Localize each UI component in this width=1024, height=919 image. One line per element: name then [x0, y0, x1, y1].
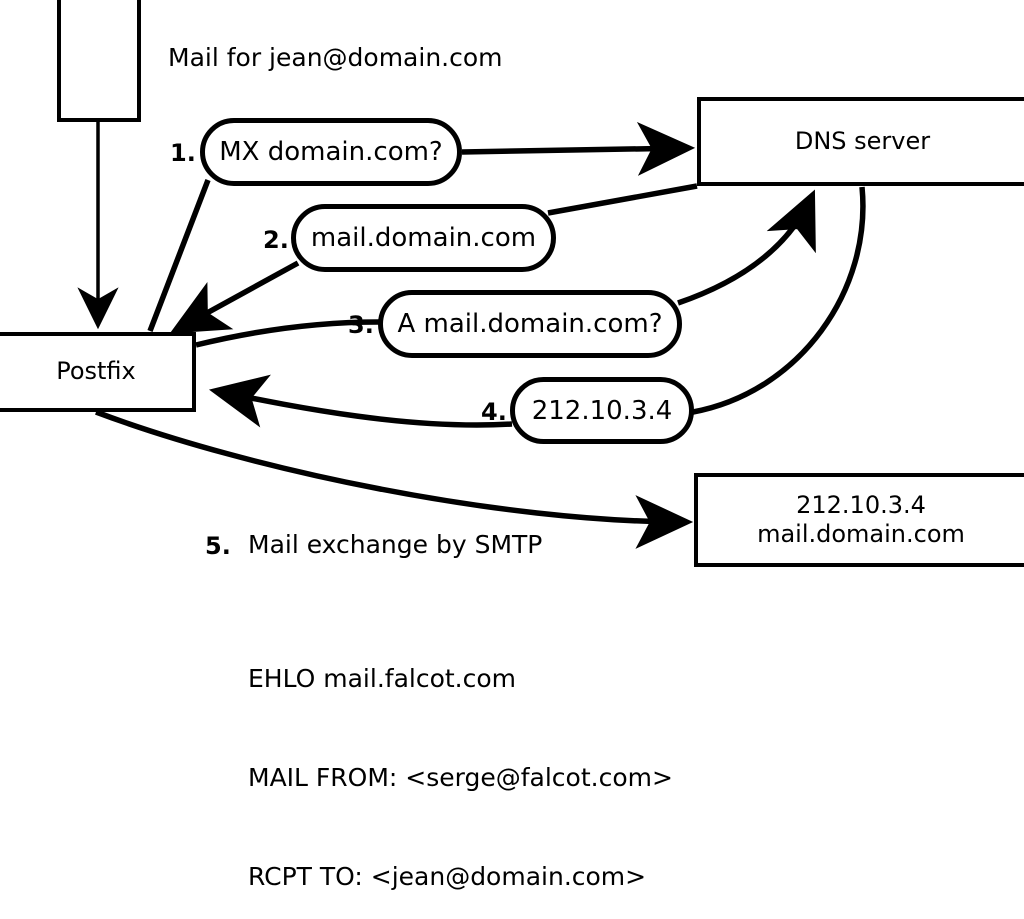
edge-postfix-to-step1 — [147, 179, 211, 332]
message-bubble-step-3-text: A mail.domain.com? — [397, 309, 663, 339]
edge-postfix-to-mailserver — [95, 409, 694, 549]
message-bubble-step-4-text: 212.10.3.4 — [531, 395, 673, 426]
step-5-label: Mail exchange by SMTP — [248, 530, 543, 559]
edge-step2-to-postfix — [169, 260, 300, 334]
message-bubble-step-1: MX domain.com? — [200, 118, 462, 186]
edge-dns-to-step4 — [692, 186, 866, 415]
smtp-line-ehlo: EHLO mail.falcot.com — [248, 664, 517, 693]
edge-step3-to-dns — [677, 189, 816, 306]
step-number-5: 5. — [205, 532, 231, 560]
node-dns-server-box: DNS server — [697, 97, 1024, 186]
edge-dns-to-step2 — [547, 183, 698, 216]
node-postfix-box: Postfix — [0, 332, 196, 412]
step-number-2: 2. — [263, 226, 289, 254]
node-dns-server-label: DNS server — [794, 126, 931, 155]
step-number-1: 1. — [170, 139, 196, 167]
step-number-3: 3. — [348, 311, 374, 339]
message-bubble-step-3: A mail.domain.com? — [378, 290, 682, 358]
step-number-4: 4. — [481, 398, 507, 426]
node-mail-server-ip: 212.10.3.4 — [796, 490, 926, 519]
edge-step1-to-dns — [461, 121, 696, 176]
message-bubble-step-1-text: MX domain.com? — [219, 137, 443, 167]
node-postfix-label: Postfix — [56, 357, 136, 386]
edge-postfix-to-step3 — [195, 319, 380, 348]
message-bubble-step-2-text: mail.domain.com — [310, 223, 537, 253]
node-mail-server-host: mail.domain.com — [757, 520, 965, 548]
mail-for-note: Mail for jean@domain.com — [168, 43, 503, 72]
message-bubble-step-2: mail.domain.com — [291, 204, 556, 272]
node-mail-server-box: 212.10.3.4 mail.domain.com — [694, 473, 1024, 567]
smtp-transcript: EHLO mail.falcot.com MAIL FROM: <serge@f… — [248, 596, 673, 919]
smtp-line-mail-from: MAIL FROM: <serge@falcot.com> — [248, 763, 673, 792]
smtp-line-rcpt-to: RCPT TO: <jean@domain.com> — [248, 862, 647, 891]
message-bubble-step-4: 212.10.3.4 — [510, 377, 694, 444]
node-sender-box — [57, 0, 141, 122]
edge-step4-to-postfix — [208, 374, 513, 428]
